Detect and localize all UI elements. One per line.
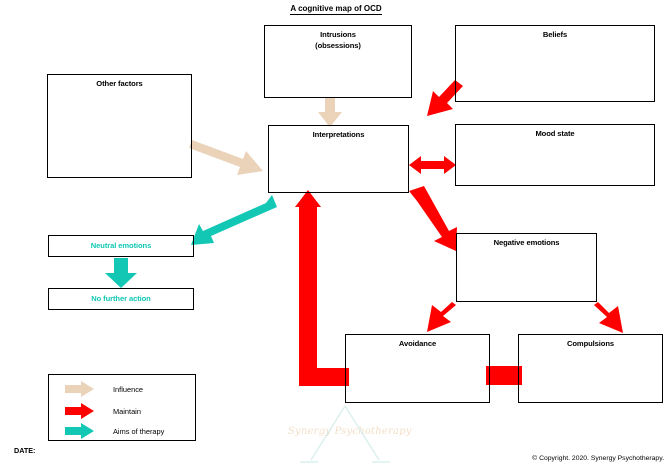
node-mood-state-label: Mood state xyxy=(535,129,575,138)
node-compulsions[interactable]: Compulsions xyxy=(518,334,663,403)
watermark: Synergy Psychotherapy xyxy=(288,398,412,470)
arrow-interpretations-to-neutral-emotions xyxy=(191,195,277,245)
node-beliefs-label: Beliefs xyxy=(542,30,568,39)
node-intrusions[interactable]: Intrusions (obsessions) xyxy=(264,25,412,98)
page-title-text: A cognitive map of OCD xyxy=(290,4,382,15)
node-avoidance[interactable]: Avoidance xyxy=(345,334,490,403)
legend-label-maintain: Maintain xyxy=(113,406,141,416)
watermark-text: Synergy Psychotherapy xyxy=(288,426,412,437)
therapy-arrow-icon xyxy=(63,423,97,439)
legend: Influence Maintain Aims of therapy xyxy=(48,374,196,441)
legend-item-maintain: Maintain xyxy=(49,400,195,422)
arrow-avoidance-to-interpretations xyxy=(295,190,349,386)
influence-arrow-icon xyxy=(63,381,97,397)
page-title: A cognitive map of OCD xyxy=(0,4,672,15)
arrow-avoidance-compulsions-link xyxy=(486,366,522,385)
arrow-neutral-to-no-further-action xyxy=(105,258,137,288)
watermark-triangle-icon xyxy=(300,405,390,463)
node-beliefs[interactable]: Beliefs xyxy=(455,25,655,102)
arrow-interpretations-to-negative-emotions xyxy=(409,186,457,251)
node-no-further-action-label: No further action xyxy=(91,293,151,303)
node-intrusions-label: Intrusions (obsessions) xyxy=(315,30,361,50)
legend-item-influence: Influence xyxy=(49,378,195,400)
node-negative-emotions[interactable]: Negative emotions xyxy=(456,233,597,302)
legend-label-influence: Influence xyxy=(113,384,143,394)
legend-label-therapy: Aims of therapy xyxy=(113,426,165,436)
maintain-arrow-icon xyxy=(63,403,97,419)
node-other-factors-label: Other factors xyxy=(96,79,143,88)
arrow-negative-emotions-to-compulsions xyxy=(594,302,623,333)
node-avoidance-label: Avoidance xyxy=(398,339,437,348)
node-neutral-emotions[interactable]: Neutral emotions xyxy=(48,235,194,257)
legend-item-therapy: Aims of therapy xyxy=(49,420,195,442)
node-mood-state[interactable]: Mood state xyxy=(455,124,655,186)
node-compulsions-label: Compulsions xyxy=(567,339,614,348)
node-interpretations-label: Interpretations xyxy=(312,130,365,139)
node-other-factors[interactable]: Other factors xyxy=(47,74,192,178)
arrow-other-factors-to-interpretations xyxy=(189,140,263,175)
node-no-further-action[interactable]: No further action xyxy=(48,288,194,310)
arrow-negative-emotions-to-avoidance xyxy=(427,302,456,332)
arrow-intrusions-to-interpretations xyxy=(318,98,342,127)
arrow-interpretations-mood-state xyxy=(409,156,456,174)
node-negative-emotions-label: Negative emotions xyxy=(493,238,560,247)
node-interpretations[interactable]: Interpretations xyxy=(268,125,409,193)
copyright-notice: © Copyright. 2020. Synergy Psychotherapy… xyxy=(532,455,664,462)
node-neutral-emotions-label: Neutral emotions xyxy=(90,240,152,250)
date-label: DATE: xyxy=(14,446,36,455)
